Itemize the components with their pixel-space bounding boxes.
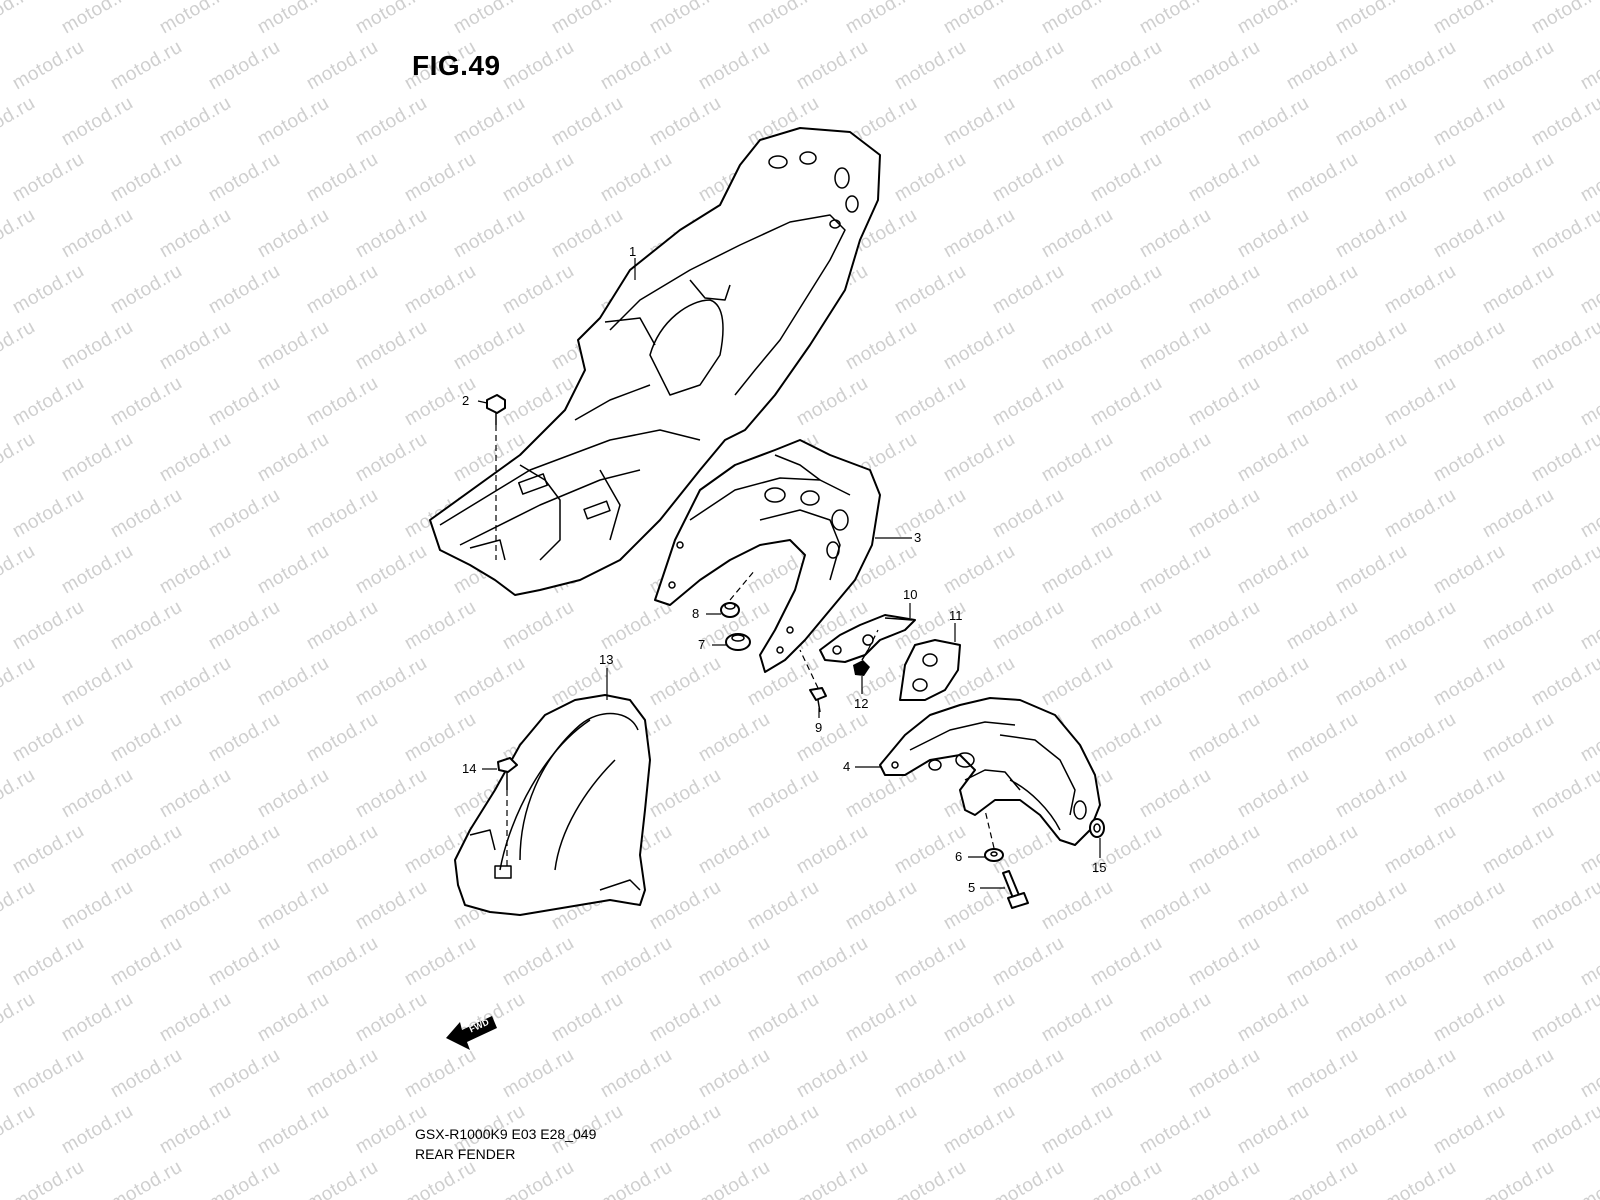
- assembly-line-12: [867, 629, 879, 651]
- part-6-washer[interactable]: [984, 848, 1004, 862]
- callout-2: 2: [462, 393, 469, 408]
- callout-12: 12: [854, 696, 868, 711]
- callout-11: 11: [949, 608, 963, 623]
- model-code: GSX-R1000K9 E03 E28_049: [415, 1126, 597, 1142]
- callout-9: 9: [815, 720, 822, 735]
- assembly-line-8: [729, 569, 756, 601]
- part-3-inner-fender[interactable]: [654, 439, 881, 673]
- part-7-cushion[interactable]: [725, 633, 751, 651]
- part-12-bolt[interactable]: [853, 649, 870, 676]
- part-9-screw[interactable]: [809, 687, 827, 713]
- part-2-bolt[interactable]: [486, 394, 506, 425]
- part-15-nut[interactable]: [1089, 818, 1105, 838]
- callout-8: 8: [692, 606, 699, 621]
- callout-7: 7: [698, 637, 705, 652]
- callout-5: 5: [968, 880, 975, 895]
- part-1-rear-fender-upper[interactable]: [429, 127, 881, 596]
- part-13-hugger-fender[interactable]: [454, 694, 651, 916]
- callout-13: 13: [599, 652, 613, 667]
- callout-6: 6: [955, 849, 962, 864]
- part-14-bolt[interactable]: [497, 757, 518, 790]
- callout-15: 15: [1092, 860, 1106, 875]
- part-8-grommet[interactable]: [720, 602, 740, 618]
- callout-4: 4: [843, 759, 850, 774]
- callout-3: 3: [914, 530, 921, 545]
- part-10-bracket[interactable]: [819, 614, 916, 663]
- part-4-license-bracket[interactable]: [879, 697, 1101, 846]
- callout-10: 10: [903, 587, 917, 602]
- assembly-line-5: [984, 809, 995, 849]
- figure-name: REAR FENDER: [415, 1146, 516, 1162]
- figure-title: FIG.49: [412, 50, 501, 81]
- part-11-plate[interactable]: [899, 639, 961, 701]
- callout-14: 14: [462, 761, 476, 776]
- leader-lines: [477, 258, 1101, 889]
- fwd-arrow-icon: FWD: [446, 1016, 497, 1050]
- part-5-bolt[interactable]: [1002, 870, 1029, 909]
- assembly-line-9: [799, 649, 819, 689]
- callout-1: 1: [629, 244, 636, 259]
